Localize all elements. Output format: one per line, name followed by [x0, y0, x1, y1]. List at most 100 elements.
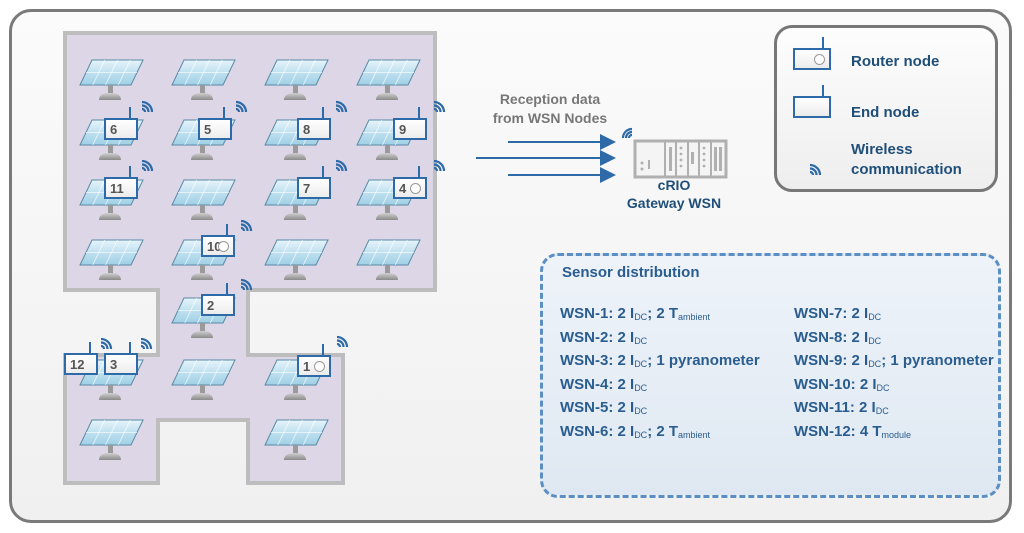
solar-panel-icon	[171, 179, 236, 220]
sensor-name: WSN-2:	[560, 328, 618, 346]
node-id-label: 3	[110, 357, 118, 372]
gateway-line-2: Gateway WSN	[626, 195, 722, 211]
sensor-a: 4 T	[859, 422, 882, 440]
sensor-a-sub: DC	[868, 335, 882, 346]
wireless-icon	[433, 100, 446, 113]
antenna-icon	[322, 344, 324, 356]
router-indicator-icon	[314, 361, 325, 372]
sensor-a: 2 I	[851, 305, 869, 322]
legend-wireless-line-2: communication	[851, 161, 962, 178]
sensor-distribution-title: Sensor distribution	[562, 264, 700, 281]
antenna-icon	[322, 166, 324, 178]
sensor-row: WSN-11: 2 IDC	[794, 399, 889, 416]
sensor-a: 2 I	[851, 328, 869, 346]
solar-panel-icon	[79, 419, 144, 460]
sensor-name: WSN-5:	[560, 399, 618, 416]
sensor-row: WSN-7: 2 IDC	[794, 305, 881, 322]
antenna-icon	[418, 166, 420, 178]
sensor-name: WSN-1:	[560, 305, 618, 322]
reception-line-2: from WSN Nodes	[492, 110, 608, 126]
legend-end-label: End node	[851, 104, 920, 121]
legend-wireless-label: Wireless communication	[851, 140, 962, 180]
sensor-row: WSN-6: 2 IDC; 2 Tambient	[560, 423, 710, 440]
sensor-b-sub: ambient	[678, 312, 711, 322]
sensor-name: WSN-3:	[560, 352, 618, 369]
wireless-icon	[141, 159, 154, 172]
wireless-icon	[335, 100, 348, 113]
wireless-icon	[809, 163, 822, 176]
reception-arrows	[476, 134, 616, 183]
end-node: 9	[393, 107, 427, 140]
sensor-row: WSN-12: 4 Tmodule	[794, 423, 911, 440]
solar-panel-icon	[264, 419, 329, 460]
solar-panel-icon	[264, 239, 329, 280]
sensor-a: 2 I	[859, 399, 876, 416]
sensor-a-sub: DC	[868, 312, 882, 322]
sensor-a-sub: DC	[634, 335, 648, 346]
router-indicator-icon	[410, 183, 421, 194]
sensor-a-sub: DC	[634, 382, 648, 393]
node-id-label: 1	[303, 359, 311, 374]
legend-wireless-line-1: Wireless	[851, 141, 913, 158]
sensor-b: ; 1 pyranometer	[647, 352, 760, 369]
sensor-a-sub: DC	[875, 406, 889, 416]
wireless-icon	[235, 100, 248, 113]
router-node-icon	[793, 37, 831, 70]
wireless-icon	[240, 219, 253, 232]
router-indicator-icon	[218, 241, 229, 252]
node-id-label: 4	[399, 181, 407, 196]
node-id-label: 9	[399, 122, 407, 137]
crio-gateway-icon	[633, 139, 728, 179]
antenna-icon	[226, 283, 228, 295]
end-node: 8	[297, 107, 331, 140]
sensor-a-sub: DC	[634, 429, 648, 440]
wireless-icon	[141, 100, 154, 113]
sensor-name: WSN-7:	[794, 305, 852, 322]
sensor-name: WSN-12:	[794, 422, 860, 440]
legend-box: Router node End node Wireless communicat…	[774, 25, 998, 192]
wireless-icon	[335, 159, 348, 172]
gateway-line-1: cRIO	[657, 177, 691, 193]
reception-line-1: Reception data	[499, 91, 601, 107]
node-id-label: 12	[70, 357, 85, 372]
end-node: 6	[104, 107, 138, 140]
node-id-label: 10	[207, 239, 222, 254]
sensor-a: 2 I	[617, 328, 635, 346]
node-id-label: 5	[204, 122, 212, 137]
wireless-icon	[240, 278, 253, 291]
antenna-icon	[226, 224, 228, 236]
router-node: 4	[393, 166, 427, 199]
end-node: 2	[201, 283, 235, 316]
sensor-name: WSN-6:	[560, 422, 618, 440]
sensor-b: ; 1 pyranometer	[881, 352, 994, 369]
solar-panel-icon	[356, 59, 421, 100]
antenna-icon	[129, 166, 131, 178]
antenna-icon	[223, 107, 225, 119]
end-node: 3	[104, 342, 138, 375]
gateway-label: cRIO Gateway WSN	[610, 176, 738, 212]
solar-panel-icon	[171, 59, 236, 100]
end-node: 12	[64, 342, 98, 375]
node-id-label: 2	[207, 298, 215, 313]
sensor-name: WSN-4:	[560, 375, 618, 393]
solar-panel-icon	[356, 239, 421, 280]
antenna-icon	[129, 107, 131, 119]
solar-panel-icon	[79, 239, 144, 280]
wireless-icon	[336, 335, 349, 348]
sensor-a: 2 I	[617, 305, 635, 322]
sensor-name: WSN-10:	[794, 375, 860, 393]
node-id-label: 7	[303, 181, 311, 196]
end-node: 7	[297, 166, 331, 199]
sensor-row: WSN-3: 2 IDC; 1 pyranometer	[560, 352, 760, 369]
solar-panel-icon	[79, 59, 144, 100]
solar-panel-icon	[264, 59, 329, 100]
sensor-row: WSN-10: 2 IDC	[794, 376, 890, 393]
sensor-b-sub: ambient	[678, 429, 711, 440]
sensor-a-sub: DC	[634, 359, 648, 369]
gateway-wifi-icon	[621, 127, 633, 139]
sensor-row: WSN-1: 2 IDC; 2 Tambient	[560, 305, 710, 322]
node-id-label: 8	[303, 122, 311, 137]
wireless-icon	[433, 159, 446, 172]
sensor-a: 2 I	[617, 352, 635, 369]
reception-label: Reception data from WSN Nodes	[480, 90, 620, 128]
